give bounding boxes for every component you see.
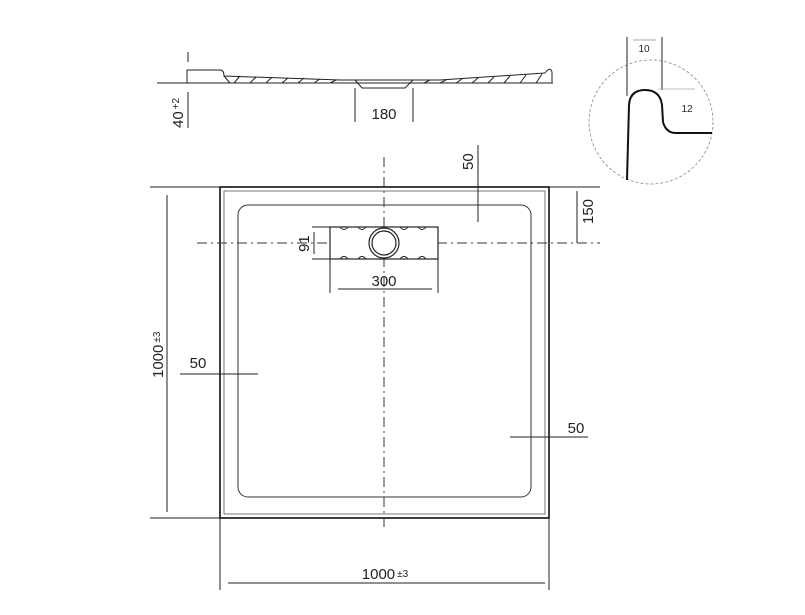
margin-left-label: 50: [190, 355, 207, 372]
detail-height-label: 12: [681, 104, 693, 115]
drain-channel: [329, 226, 439, 260]
margin-top-label: 50: [460, 153, 477, 170]
margin-right-label: 50: [568, 420, 585, 437]
drain-width-label: 180: [371, 106, 396, 123]
depth-label: 1000±3: [150, 331, 167, 378]
plan-view: 91 300 50 150 50 50 1000±3 1000±3: [150, 145, 600, 590]
drain-offset-label: 150: [580, 199, 597, 224]
section-height-label: 40+2: [170, 97, 187, 128]
section-view: 40+2 180: [157, 52, 553, 128]
width-label: 1000±3: [362, 566, 409, 583]
detail-view: 10 12: [588, 37, 714, 185]
drain-length-label: 300: [371, 273, 396, 290]
drain-height-label: 91: [296, 235, 313, 252]
detail-width-label: 10: [638, 44, 650, 55]
